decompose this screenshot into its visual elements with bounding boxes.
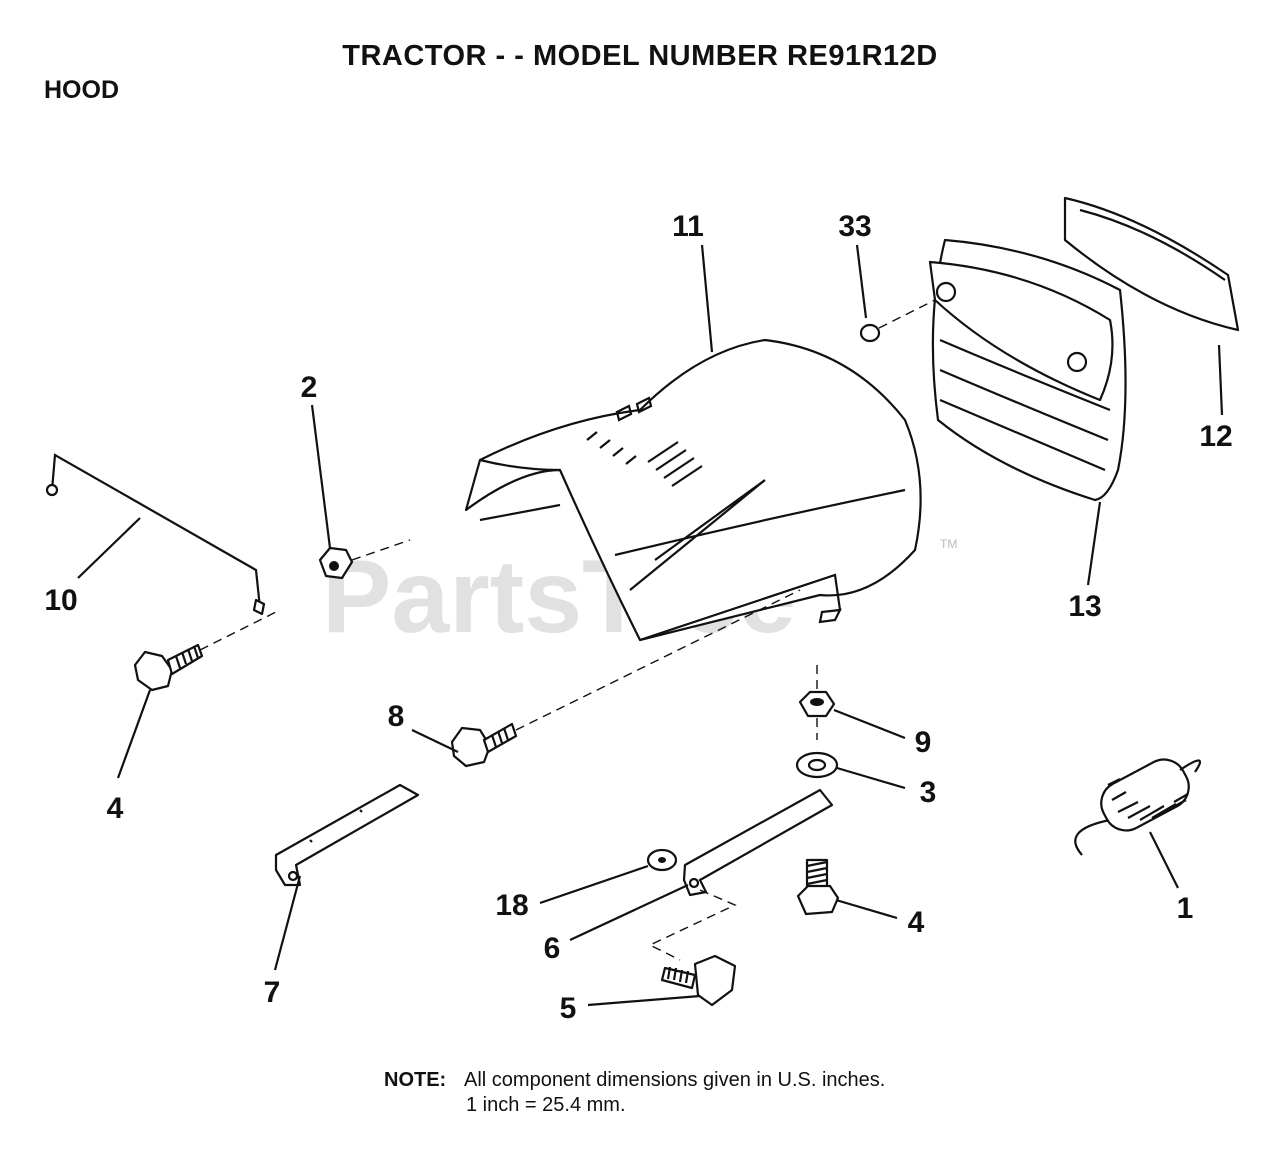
callout-18: 18: [495, 889, 528, 922]
part-bolt-4b[interactable]: [796, 858, 840, 916]
note-label: NOTE:: [384, 1069, 447, 1091]
callout-12: 12: [1199, 420, 1232, 453]
part-hood[interactable]: [464, 338, 922, 642]
callout-3: 3: [920, 776, 937, 809]
part-bracket-6[interactable]: [648, 788, 834, 961]
leader-18: [539, 864, 649, 905]
callout-13: 13: [1068, 590, 1101, 623]
dimension-note: NOTE: All component dimensions given in U…: [384, 1068, 885, 1118]
leader-5: [587, 994, 701, 1007]
note-line-1: NOTE: All component dimensions given in U…: [384, 1068, 885, 1093]
callout-1: 1: [1177, 892, 1194, 925]
leader-1: [1149, 831, 1179, 889]
callout-33: 33: [838, 210, 871, 243]
leader-6: [569, 884, 689, 941]
diagram-title: TRACTOR - - MODEL NUMBER RE91R12D: [342, 40, 938, 72]
part-washer-18[interactable]: [646, 848, 678, 872]
callout-2: 2: [301, 371, 318, 404]
leader-13: [1086, 501, 1102, 586]
callout-8: 8: [388, 700, 405, 733]
callout-10: 10: [44, 584, 77, 617]
leader-7: [273, 875, 302, 971]
leader-2: [310, 404, 332, 549]
note-text-1: All component dimensions given in U.S. i…: [464, 1069, 886, 1091]
callout-6: 6: [544, 932, 561, 965]
part-nut-9[interactable]: [798, 665, 836, 740]
part-emblem-plate[interactable]: [1063, 196, 1240, 332]
callout-9: 9: [915, 726, 932, 759]
part-washer-3[interactable]: [795, 751, 839, 779]
note-line-2: 1 inch = 25.4 mm.: [466, 1094, 626, 1116]
part-bolt-8[interactable]: [450, 589, 801, 768]
leader-8: [411, 729, 459, 753]
part-bolt-5[interactable]: [660, 954, 737, 1007]
watermark-trademark: TM: [940, 537, 957, 551]
leader-33: [855, 244, 868, 319]
leader-9: [833, 708, 906, 740]
part-hood-rod[interactable]: [45, 453, 266, 616]
part-grille[interactable]: [928, 238, 1127, 502]
callout-5: 5: [560, 992, 577, 1025]
part-plug[interactable]: [859, 299, 936, 343]
callout-7: 7: [264, 976, 281, 1009]
part-bolt-4a[interactable]: [133, 609, 281, 692]
leader-3: [836, 766, 906, 790]
callout-4b: 4: [908, 906, 925, 939]
leader-10: [77, 517, 141, 579]
callout-4a: 4: [107, 792, 124, 825]
part-spring[interactable]: [1074, 752, 1202, 856]
leader-4b: [835, 898, 898, 920]
part-bracket-7[interactable]: [274, 783, 420, 887]
leader-11: [700, 244, 714, 353]
leader-12: [1217, 344, 1224, 416]
callout-11: 11: [672, 210, 704, 243]
section-label: HOOD: [44, 76, 119, 104]
leader-4a: [116, 689, 152, 779]
